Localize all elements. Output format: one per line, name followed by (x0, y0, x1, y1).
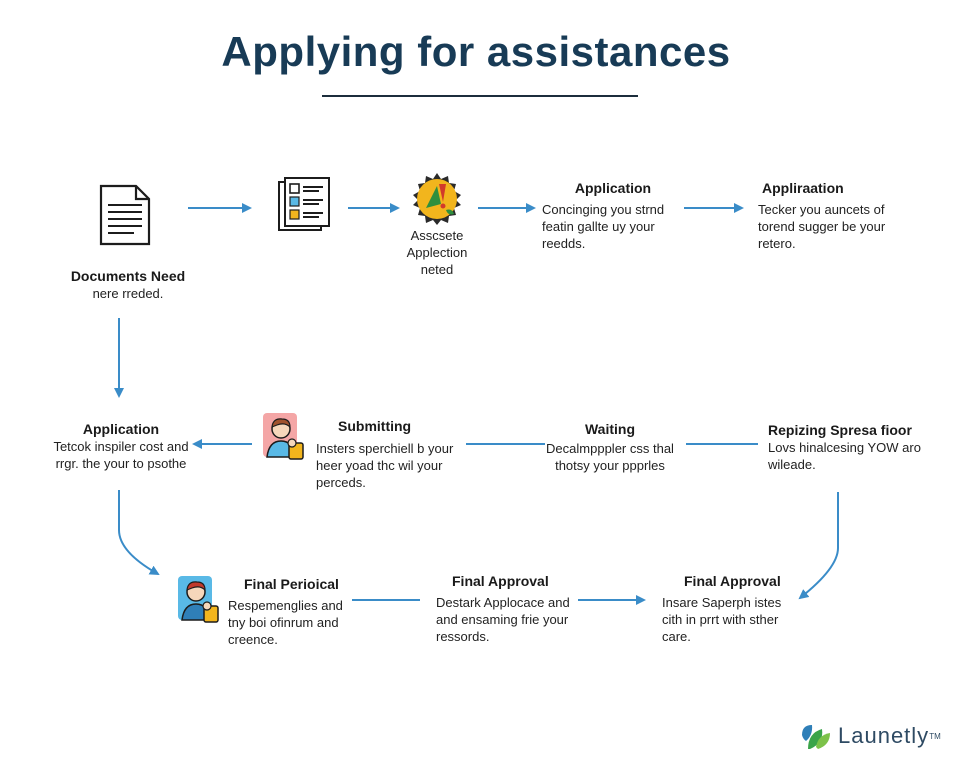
person-icon (178, 576, 219, 623)
page-title: Applying for assistances (221, 28, 731, 75)
step-heading: Application (82, 421, 160, 437)
step-repizing: Repizing Spresa fioor Lovs hinalcesing Y… (768, 422, 928, 473)
title-underline (322, 95, 638, 97)
step-final-approval-2: Final Approval Insare Saperph istes cith… (662, 573, 812, 645)
leaf-logo-icon (802, 725, 830, 749)
badge-icon (413, 173, 461, 225)
step-heading: Submitting (338, 418, 412, 434)
step-heading: Final Approval (452, 573, 549, 589)
step-heading: Final Approval (684, 573, 781, 589)
step-final-approval-1: Final Approval Destark Applocace and and… (436, 573, 586, 645)
step-body: Concinging you strnd featin gallte uy yo… (542, 202, 665, 251)
step-heading: Documents Need (70, 268, 186, 284)
step-body: Decalmpppler css thal thotsy your ppprle… (546, 441, 674, 473)
step-heading: Waiting (584, 421, 636, 437)
step-application-3: Application Tetcok inspiler cost and rrg… (50, 421, 192, 472)
person-icon (263, 413, 304, 460)
step-body: Tetcok inspiler cost and rrgr. the your … (53, 439, 189, 471)
step-heading: Appliraation (762, 180, 844, 196)
step-heading: Application (574, 180, 652, 196)
step-heading: Final Perioical (244, 576, 339, 592)
step-documents: Documents Need nere rreded. (58, 268, 198, 302)
step-associate: Asscsete Applection neted (386, 227, 488, 278)
step-body: nere rreded. (92, 286, 164, 301)
step-body: Insare Saperph istes cith in prrt with s… (662, 595, 782, 644)
step-body: Tecker you auncets of torend sugger be y… (758, 202, 886, 251)
step-application-2: Appliraation Tecker you auncets of toren… (758, 180, 908, 252)
step-body: Asscsete Applection neted (406, 228, 468, 277)
step-heading: Repizing Spresa fioor (768, 422, 912, 438)
brand-logo: Launetly TM (800, 718, 941, 754)
arrow-curve-left (118, 490, 160, 575)
step-body: Respemenglies and tny boi ofinrum and cr… (228, 598, 343, 647)
step-body: Insters sperchiell b your heer yoad thc … (316, 441, 454, 490)
step-body: Lovs hinalcesing YOW aro wileade. (768, 440, 921, 472)
step-application-1: Application Concinging you strnd featin … (542, 180, 684, 252)
form-icon (278, 177, 330, 231)
brand-name: Launetly (838, 723, 930, 748)
step-body: Destark Applocace and and ensaming frie … (436, 595, 570, 644)
step-submitting: Submitting Insters sperchiell b your hee… (316, 418, 476, 491)
brand-trademark: TM (929, 731, 941, 741)
document-icon (99, 184, 151, 246)
step-final-perioical: Final Perioical Respemenglies and tny bo… (228, 576, 358, 648)
step-waiting: Waiting Decalmpppler css thal thotsy you… (540, 421, 680, 474)
